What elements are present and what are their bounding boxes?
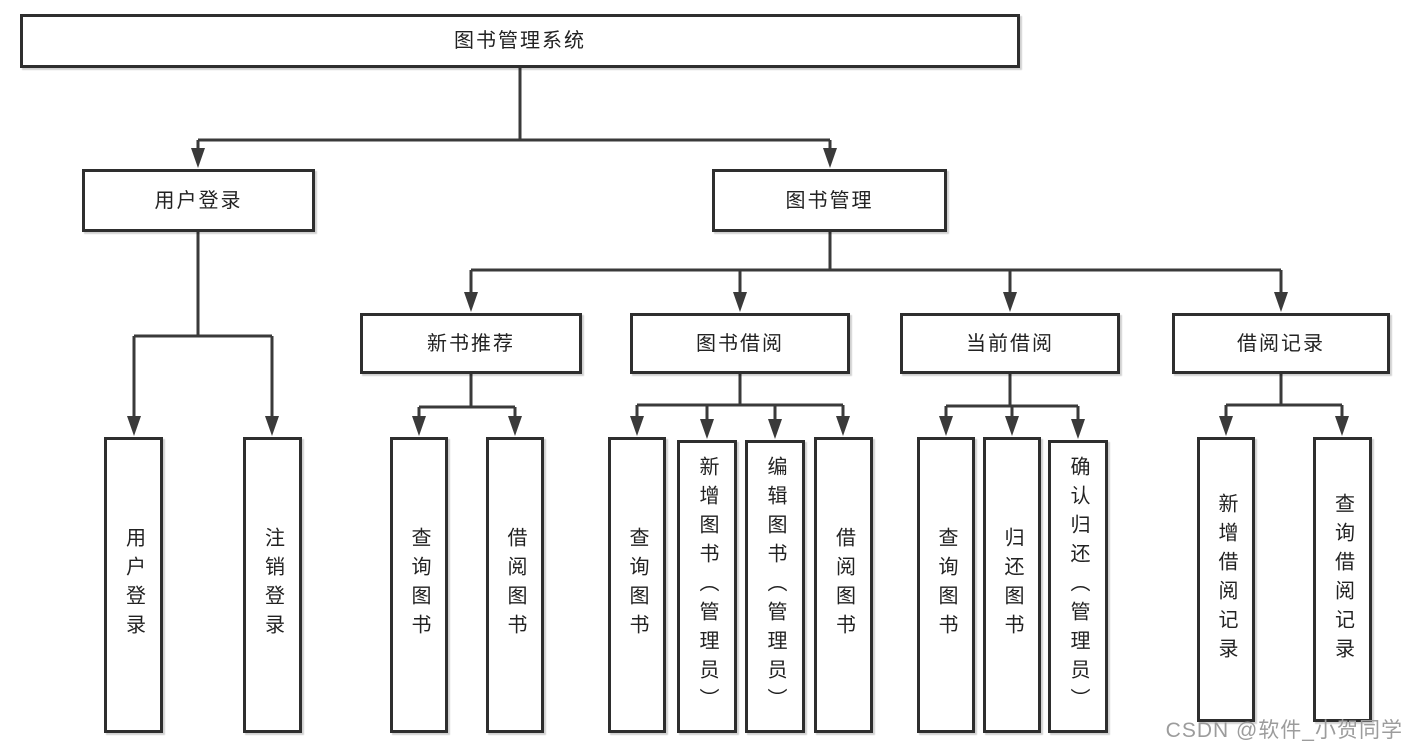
- node-book-management: 图书管理: [712, 169, 947, 232]
- node-root-system-label: 图书管理系统: [454, 30, 586, 52]
- node-current-borrowing: 当前借阅: [900, 313, 1120, 374]
- node-add-book-admin-label: 新增图书（管理员）: [696, 456, 718, 717]
- node-user-login-action: 用户登录: [104, 437, 163, 733]
- node-borrowing-records: 借阅记录: [1172, 313, 1390, 374]
- node-user-login-action-label: 用户登录: [122, 527, 145, 643]
- node-borrow-books-1: 借阅图书: [486, 437, 544, 733]
- node-query-books-3-label: 查询图书: [935, 527, 957, 643]
- node-add-borrow-record-label: 新增借阅记录: [1215, 492, 1237, 667]
- node-borrow-books-2: 借阅图书: [814, 437, 873, 733]
- node-query-borrow-record: 查询借阅记录: [1313, 437, 1372, 722]
- node-add-book-admin: 新增图书（管理员）: [677, 440, 737, 733]
- node-book-borrowing: 图书借阅: [630, 313, 850, 374]
- node-edit-book-admin-label: 编辑图书（管理员）: [764, 456, 786, 717]
- node-logout: 注销登录: [243, 437, 302, 733]
- node-query-borrow-record-label: 查询借阅记录: [1331, 492, 1354, 667]
- node-book-management-label: 图书管理: [785, 189, 874, 212]
- node-query-books-2-label: 查询图书: [626, 527, 648, 643]
- node-query-books-1: 查询图书: [390, 437, 448, 733]
- node-borrow-books-1-label: 借阅图书: [504, 527, 526, 643]
- node-book-borrowing-label: 图书借阅: [696, 332, 784, 355]
- node-user-login-label: 用户登录: [154, 189, 243, 212]
- node-add-borrow-record: 新增借阅记录: [1197, 437, 1255, 722]
- node-current-borrowing-label: 当前借阅: [966, 332, 1054, 355]
- node-edit-book-admin: 编辑图书（管理员）: [745, 440, 805, 733]
- connector-lines: [132, 68, 1344, 421]
- node-logout-label: 注销登录: [261, 527, 284, 643]
- node-confirm-return-admin: 确认归还（管理员）: [1048, 440, 1108, 733]
- node-query-books-1-label: 查询图书: [408, 527, 430, 643]
- arrowhead-icons: [127, 148, 1349, 439]
- node-borrow-books-2-label: 借阅图书: [832, 527, 855, 643]
- node-return-book: 归还图书: [983, 437, 1041, 733]
- node-query-books-3: 查询图书: [917, 437, 975, 733]
- node-user-login: 用户登录: [82, 169, 315, 232]
- node-return-book-label: 归还图书: [1001, 527, 1023, 643]
- node-root-system: 图书管理系统: [20, 14, 1020, 68]
- node-new-book-recommend: 新书推荐: [360, 313, 582, 374]
- node-borrowing-records-label: 借阅记录: [1237, 332, 1325, 355]
- node-new-book-recommend-label: 新书推荐: [427, 332, 515, 355]
- node-confirm-return-admin-label: 确认归还（管理员）: [1067, 456, 1089, 717]
- node-query-books-2: 查询图书: [608, 437, 666, 733]
